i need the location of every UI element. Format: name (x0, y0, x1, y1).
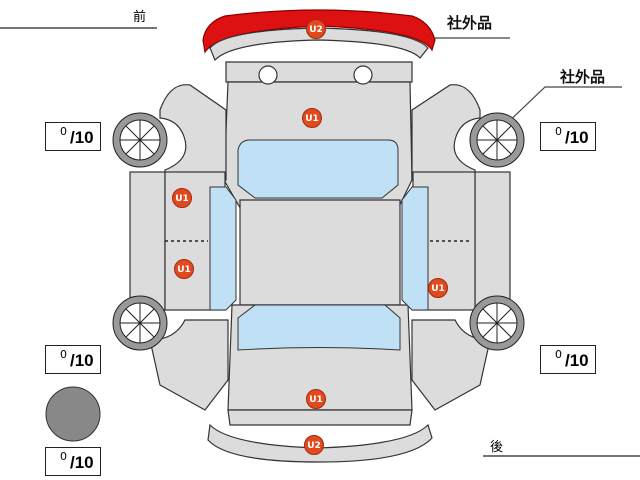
score-max: /10 (70, 128, 94, 147)
rear-window (237, 304, 401, 351)
rear-label: 後 (490, 440, 504, 455)
marker-rear-right-door: U1 (428, 278, 448, 298)
score-rear-right: 0/10 (540, 345, 596, 374)
grille (225, 61, 413, 83)
score-value: 0 (60, 450, 67, 463)
front-bumper (209, 27, 429, 62)
marker-rear-bumper: U2 (304, 435, 324, 455)
score-front-left: 0/10 (45, 122, 101, 151)
tire-front-left-icon (112, 112, 168, 168)
tires (112, 112, 525, 351)
leader-line-wheel (499, 86, 622, 131)
score-max: /10 (565, 351, 589, 370)
score-max: /10 (565, 128, 589, 147)
marker-rear-left-door: U1 (174, 259, 194, 279)
score-max: /10 (70, 453, 94, 472)
left-side-sill (129, 171, 166, 311)
right-side-sill (474, 171, 511, 311)
roof (239, 199, 401, 306)
tire-rear-right-icon (469, 295, 525, 351)
left-windows (209, 186, 237, 311)
windshield (237, 139, 399, 199)
front-label: 前 (133, 10, 147, 25)
score-value: 0 (60, 348, 67, 361)
score-value: 0 (555, 348, 562, 361)
aftermarket-wheel-label: 社外品 (560, 68, 606, 86)
score-value: 0 (555, 125, 562, 138)
score-spare: 0/10 (45, 447, 101, 476)
score-rear-left: 0/10 (45, 345, 101, 374)
aftermarket-bumper-label: 社外品 (447, 14, 493, 32)
marker-front-bumper: U2 (306, 19, 326, 39)
score-max: /10 (70, 351, 94, 370)
spare-tire-icon (45, 386, 101, 442)
marker-front-left-door: U1 (172, 188, 192, 208)
marker-trunk: U1 (306, 389, 326, 409)
headlight-right (353, 65, 373, 85)
tire-rear-left-icon (112, 295, 168, 351)
score-front-right: 0/10 (540, 122, 596, 151)
headlight-left (258, 65, 278, 85)
front-spoiler (202, 9, 436, 54)
rear-bumper (207, 423, 433, 463)
marker-hood: U1 (302, 108, 322, 128)
tire-front-right-icon (469, 112, 525, 168)
score-value: 0 (60, 125, 67, 138)
rear-panel (227, 409, 413, 426)
right-windows (401, 186, 429, 311)
